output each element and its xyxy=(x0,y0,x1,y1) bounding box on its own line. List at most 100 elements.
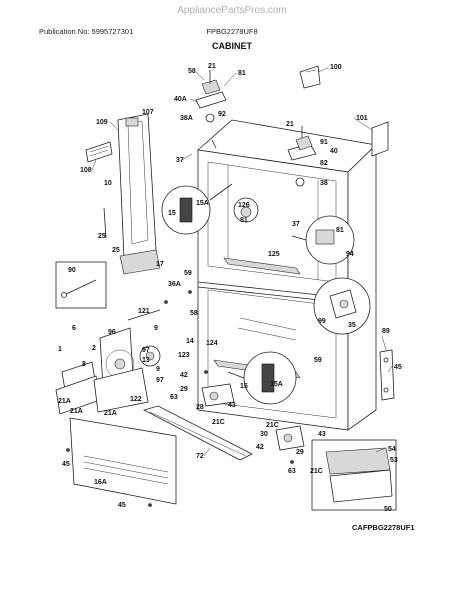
callout-45: 45 xyxy=(394,364,402,371)
callout-21: 21 xyxy=(208,63,216,70)
callout-36A: 36A xyxy=(168,281,181,288)
roller-28 xyxy=(201,383,235,407)
callout-81c: 81 xyxy=(336,227,344,234)
callout-92: 92 xyxy=(218,111,226,118)
callout-13: 13 xyxy=(142,357,150,364)
callout-121: 121 xyxy=(138,308,150,315)
callout-10: 10 xyxy=(104,180,112,187)
base-plate-122 xyxy=(93,367,149,413)
callout-21A-b: 21A xyxy=(70,408,83,415)
callout-1: 1 xyxy=(58,346,62,353)
callout-58b: 58 xyxy=(190,310,198,317)
diagram-code: CAFPBG2278UF1 xyxy=(352,523,415,532)
callout-126: 126 xyxy=(238,202,250,209)
callout-97b: 97 xyxy=(156,377,164,384)
callout-63: 63 xyxy=(170,394,178,401)
leader-lines xyxy=(91,67,393,457)
callout-25b: 25 xyxy=(112,247,120,254)
watermark: AppliancePartsPros.com xyxy=(177,5,287,16)
filter-109 xyxy=(85,141,113,163)
callout-9: 9 xyxy=(154,325,158,332)
callout-6: 6 xyxy=(72,325,76,332)
kick-plate-72 xyxy=(142,405,253,461)
callout-89: 89 xyxy=(382,328,390,335)
screw-25 xyxy=(103,207,107,239)
callout-100: 100 xyxy=(330,64,342,71)
callout-21A: 21A xyxy=(58,398,71,405)
diagram-title: CABINET xyxy=(212,41,253,51)
callout-125: 125 xyxy=(268,251,280,258)
callout-58: 58 xyxy=(188,68,196,75)
inset-circle-126 xyxy=(233,197,259,223)
callout-40: 40 xyxy=(330,148,338,155)
callout-38: 38 xyxy=(320,180,328,187)
callout-81: 81 xyxy=(238,70,246,77)
cabinet-body xyxy=(197,119,377,431)
toe-grille-16A xyxy=(69,417,177,505)
callout-81b: 81 xyxy=(240,217,248,224)
compressor-bracket xyxy=(55,361,101,415)
callout-123: 123 xyxy=(178,352,190,359)
hinge-cover-100 xyxy=(299,65,321,89)
callout-50: 50 xyxy=(384,506,392,513)
callout-91: 91 xyxy=(320,139,328,146)
top-hinge-left xyxy=(195,70,227,149)
callout-14: 14 xyxy=(186,338,194,345)
callout-108: 108 xyxy=(80,167,92,174)
callout-82: 82 xyxy=(320,160,328,167)
callout-90: 90 xyxy=(68,267,76,274)
callout-17: 17 xyxy=(156,261,164,268)
fan-motor xyxy=(127,309,161,367)
callout-30: 30 xyxy=(260,431,268,438)
callout-107: 107 xyxy=(142,109,154,116)
callout-94: 94 xyxy=(346,251,354,258)
callout-43: 43 xyxy=(228,402,236,409)
callout-21C-b: 21C xyxy=(212,419,225,426)
air-duct xyxy=(117,113,161,275)
roller-30 xyxy=(275,425,305,451)
callout-labels: 58 21 81 100 40A 92 38A 107 109 101 21 9… xyxy=(58,63,402,513)
callout-124: 124 xyxy=(206,340,218,347)
callout-35: 35 xyxy=(348,322,356,329)
callout-42: 42 xyxy=(180,372,188,379)
side-bracket-89 xyxy=(379,349,395,401)
model-number: FPBG2278UF8 xyxy=(206,27,257,36)
callout-59b: 59 xyxy=(314,357,322,364)
callout-21A-c: 21A xyxy=(104,410,117,417)
callout-21b: 21 xyxy=(286,121,294,128)
inset-circle-94 xyxy=(291,215,355,265)
callout-101: 101 xyxy=(356,115,368,122)
inset-circle-15-lower xyxy=(227,351,297,405)
callout-29b: 29 xyxy=(296,449,304,456)
callout-63b: 63 xyxy=(288,468,296,475)
callout-2: 2 xyxy=(92,345,96,352)
callout-9b: 9 xyxy=(156,366,160,373)
callout-25: 25 xyxy=(98,233,106,240)
callout-97: 97 xyxy=(142,347,150,354)
callout-15b: 15 xyxy=(240,383,248,390)
callout-45c: 45 xyxy=(118,502,126,509)
callout-8: 8 xyxy=(82,361,86,368)
inset-box-90 xyxy=(55,261,107,309)
callout-53: 53 xyxy=(390,457,398,464)
callout-15A: 15A xyxy=(196,200,209,207)
callout-37b: 37 xyxy=(292,221,300,228)
callout-96: 96 xyxy=(108,329,116,336)
callout-54: 54 xyxy=(388,446,396,453)
callout-40A: 40A xyxy=(174,96,187,103)
callout-109: 109 xyxy=(96,119,108,126)
publication-number: Publication No: 5995727301 xyxy=(39,27,133,36)
callout-38A: 38A xyxy=(180,115,193,122)
callout-21C-c: 21C xyxy=(310,468,323,475)
callout-42b: 42 xyxy=(256,444,264,451)
screw-set xyxy=(66,290,294,507)
callout-16A: 16A xyxy=(94,479,107,486)
inset-circle-15 xyxy=(161,183,233,235)
callout-28: 28 xyxy=(196,404,204,411)
callout-72: 72 xyxy=(196,453,204,460)
callout-37: 37 xyxy=(176,157,184,164)
callout-15A-b: 15A xyxy=(270,381,283,388)
hinge-cover-101 xyxy=(371,121,389,157)
callout-59: 59 xyxy=(184,270,192,277)
